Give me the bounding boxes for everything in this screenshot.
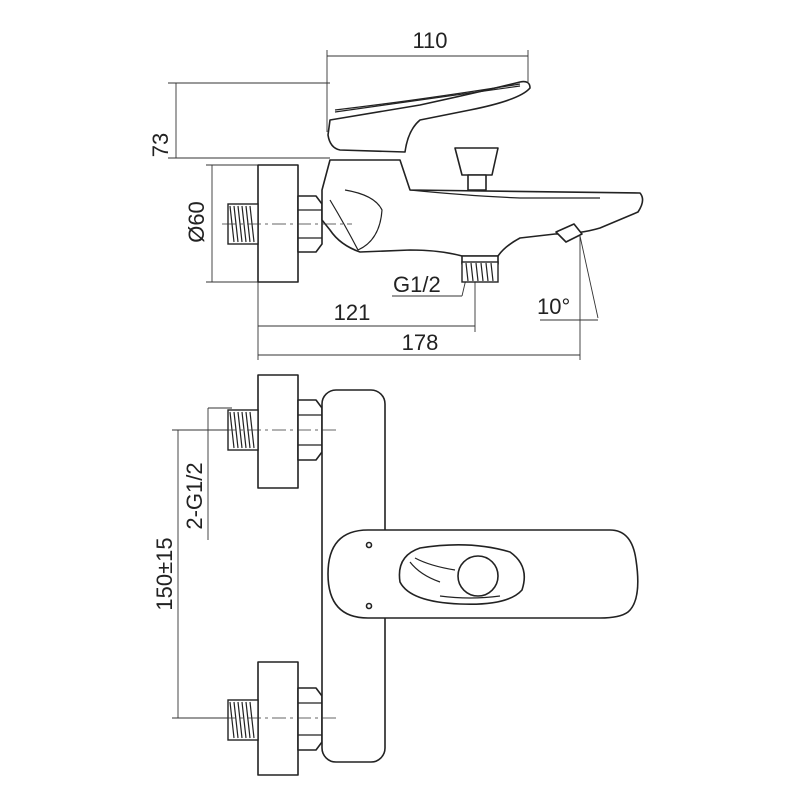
lower-flange [257,661,299,776]
dim-height-top: 73 [148,133,173,157]
handle-groove [409,561,441,583]
diverter-knob [454,147,499,176]
dim-spout-angle: 10° [537,294,570,319]
wall-flange [257,164,299,283]
handle-knob [457,555,499,597]
aerator [555,223,583,243]
upper-flange [257,374,299,489]
dim-spout-offset: 121 [334,300,371,325]
outlet-thread-lines [465,262,494,282]
dim-line-angle [579,235,599,319]
dim-center-distance: 150±15 [152,537,177,610]
dim-diameter: Ø60 [184,201,209,243]
screw-dot-top [365,541,373,549]
dim-wall-threads: 2-G1/2 [182,462,207,529]
dim-overall-length: 178 [402,330,439,355]
diverter-stem [467,174,487,191]
lower-hex-nut [297,687,323,751]
dim-inlet-thread: G1/2 [393,272,441,297]
side-view: 110 73 Ø60 G1/2 121 178 10° [148,28,644,360]
dim-width-top: 110 [412,28,447,53]
lower-thread-lines [229,701,255,739]
screw-dot-bottom [365,602,373,610]
front-view: 2-G1/2 150±15 [152,374,639,776]
handle-lever [327,80,531,153]
